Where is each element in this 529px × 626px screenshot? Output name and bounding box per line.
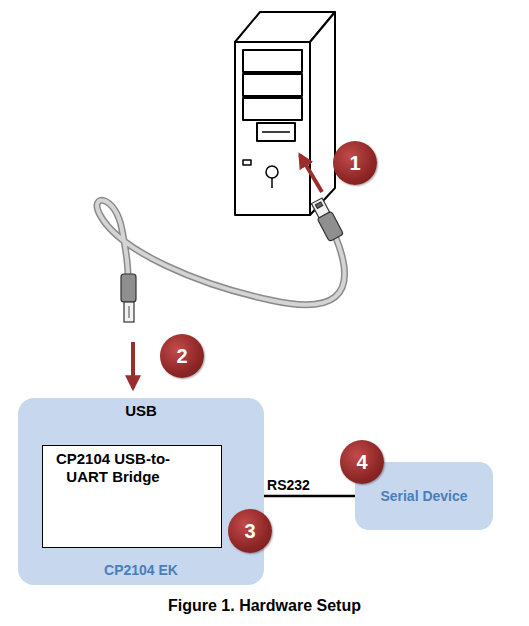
pc-tower — [235, 12, 335, 215]
callout-number: 3 — [228, 509, 272, 553]
board-panel: USB CP2104 EK CP2104 USB-to-UART Bridge — [18, 398, 264, 585]
signal-label: RS232 — [265, 477, 312, 493]
insert-arrow — [131, 342, 135, 388]
usb-cable — [97, 200, 345, 304]
usb-plug-b — [121, 274, 136, 322]
callout-number: 2 — [160, 334, 204, 378]
usb-plug-a — [310, 197, 344, 242]
bridge-box: CP2104 USB-to-UART Bridge — [42, 445, 222, 548]
node-text: CP2104 USB-to-UART Bridge — [43, 450, 183, 486]
node-text: USB — [18, 402, 264, 420]
callout-number: 1 — [333, 141, 377, 185]
insert-arrow — [300, 155, 322, 192]
figure-caption: Figure 1. Hardware Setup — [0, 597, 529, 615]
callout-number: 4 — [340, 440, 384, 484]
node-text: CP2104 EK — [18, 562, 264, 579]
node-text: Serial Device — [380, 488, 467, 505]
